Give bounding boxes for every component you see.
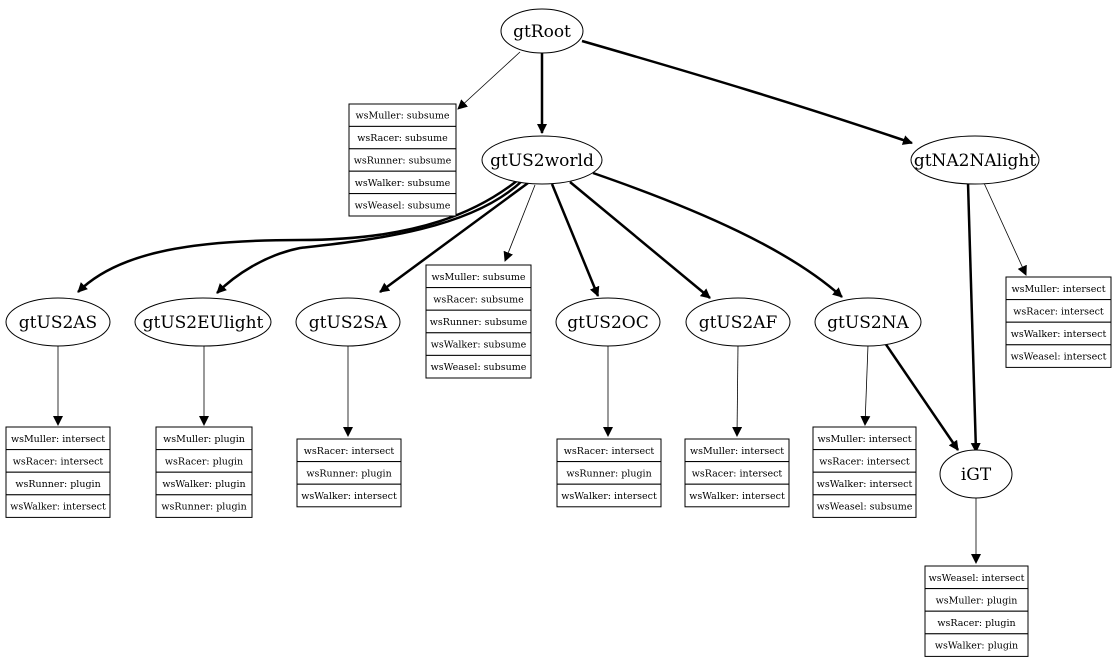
table-cell (812, 494, 917, 518)
nodes: gtRoot gtUS2world gtNA2NAlight gtUS2AS g… (5, 8, 1040, 499)
table-cell-label: wsRunner: plugin (306, 468, 391, 479)
edge-root-table (457, 51, 521, 110)
node-gtus2af[interactable]: gtUS2AF (685, 297, 791, 347)
edges (53, 39, 1027, 564)
node-label: gtUS2OC (567, 313, 648, 333)
node-gtna2nalight[interactable]: gtNA2NAlight (910, 135, 1040, 185)
edge-world-table (503, 184, 536, 262)
table-cell-label: wsWalker: intersect (301, 491, 397, 502)
table-cell (1005, 344, 1112, 368)
table-cell-label: wsWalker: subsume (431, 340, 527, 351)
table-cell-label: wsRacer: intersect (692, 468, 783, 479)
table-cell (348, 193, 457, 217)
table-cell-label: wsRunner: plugin (566, 468, 651, 479)
table-cell-label: wsRacer: plugin (165, 456, 243, 467)
node-label: gtUS2SA (309, 313, 388, 333)
node-label: gtUS2AS (19, 313, 97, 333)
edge-na-igt (883, 342, 960, 451)
table-cell-label: wsRacer: intersect (304, 446, 395, 457)
table-cell-label: wsMuller: intersect (11, 434, 105, 445)
edge-na2nalight-table (983, 182, 1027, 276)
edge-world-na (592, 171, 843, 298)
table-cell-label: wsMuller: subsume (431, 272, 525, 283)
table-cell-label: wsWalker: plugin (162, 479, 245, 490)
table-cell-label: wsWeasel: subsume (431, 362, 527, 373)
table-cell-label: wsMuller: plugin (163, 434, 245, 445)
table-cell-label: wsRacer: intersect (13, 456, 104, 467)
node-label: gtNA2NAlight (914, 151, 1037, 171)
table-cell-label: wsWalker: intersect (10, 502, 106, 513)
table-cell-label: wsRacer: subsume (357, 133, 448, 144)
table-gtus2eulight: wsMuller: plugin wsRacer: plugin wsWalker:… (155, 426, 253, 518)
table-cell-label: wsMuller: subsume (355, 111, 449, 122)
edge-world-af (569, 181, 711, 299)
table-cell-label: wsRacer: plugin (937, 618, 1015, 629)
node-gtus2na[interactable]: gtUS2NA (814, 297, 922, 347)
node-gtus2sa[interactable]: gtUS2SA (295, 297, 401, 347)
table-cell (296, 483, 402, 508)
table-cell-label: wsWalker: intersect (561, 491, 657, 502)
node-label: gtUS2world (490, 151, 594, 171)
table-gtna2nalight: wsMuller: intersect wsRacer: intersect wsW… (1005, 276, 1112, 368)
table-gtus2world: wsMuller: subsume wsRacer: subsume wsRunne… (425, 264, 532, 379)
table-cell-label: wsWalker: intersect (817, 479, 913, 490)
table-cell-label: wsRunner: subsume (354, 156, 452, 167)
node-label: gtUS2EUlight (143, 313, 264, 333)
table-cell-label: wsWeasel: subsume (355, 200, 451, 211)
table-gtroot: wsMuller: subsume wsRacer: subsume wsRunne… (348, 103, 457, 217)
node-igt[interactable]: iGT (939, 449, 1013, 499)
node-label: iGT (961, 465, 992, 485)
node-gtus2as[interactable]: gtUS2AS (5, 297, 111, 347)
table-gtus2af: wsMuller: intersect wsRacer: intersect wsW… (684, 438, 790, 508)
edge-root-na2nalight (581, 39, 913, 145)
table-cell-label: wsWalker: intersect (689, 491, 785, 502)
table-cell-label: wsWalker: subsume (355, 178, 451, 189)
table-cell-label: wsRunner: subsume (430, 317, 528, 328)
node-gtus2eulight[interactable]: gtUS2EUlight (134, 297, 272, 347)
table-cell-label: wsWeasel: intersect (929, 573, 1025, 584)
table-cell (155, 494, 253, 518)
table-cell (684, 483, 790, 508)
edge-af-table (732, 344, 743, 437)
node-label: gtUS2AF (699, 313, 778, 333)
table-cell-label: wsRacer: subsume (433, 294, 524, 305)
table-cell-label: wsWeasel: intersect (1011, 352, 1107, 363)
edge-na-table (860, 344, 871, 426)
table-cell-label: wsRunner: plugin (15, 479, 100, 490)
table-cell-label: wsRacer: intersect (1013, 306, 1104, 317)
tables: wsMuller: subsume wsRacer: subsume wsRunne… (5, 103, 1112, 657)
table-cell-label: wsWeasel: subsume (817, 502, 913, 513)
table-cell (425, 354, 532, 379)
table-cell-label: wsWalker: plugin (935, 641, 1018, 652)
table-cell-label: wsRunner: plugin (161, 502, 246, 513)
edge-na2nalight-igt (966, 182, 981, 453)
table-gtus2as: wsMuller: intersect wsRacer: intersect wsR… (5, 426, 111, 518)
table-cell-label: wsMuller: plugin (936, 595, 1018, 606)
table-cell-label: wsRacer: intersect (819, 456, 910, 467)
edge-world-eulight (216, 180, 523, 294)
node-gtus2world[interactable]: gtUS2world (481, 135, 603, 185)
table-cell-label: wsRacer: intersect (564, 446, 655, 457)
node-gtus2oc[interactable]: gtUS2OC (555, 297, 661, 347)
table-cell-label: wsMuller: intersect (690, 446, 784, 457)
table-cell-label: wsMuller: intersect (1011, 284, 1105, 295)
table-cell-label: wsWalker: intersect (1011, 329, 1107, 340)
node-label: gtUS2NA (827, 313, 909, 333)
node-label: gtRoot (513, 22, 571, 42)
table-cell-label: wsMuller: intersect (817, 434, 911, 445)
edge-world-oc (550, 183, 600, 297)
edge-world-as (77, 179, 519, 293)
table-cell (924, 633, 1029, 657)
table-cell (5, 494, 111, 518)
table-cell (556, 483, 662, 508)
table-gtus2sa: wsRacer: intersect wsRunner: plugin wsWalk… (296, 438, 402, 508)
table-gtus2oc: wsRacer: intersect wsRunner: plugin wsWalk… (556, 438, 662, 508)
edge-world-sa (379, 181, 529, 294)
table-igt: wsWeasel: intersect wsMuller: plugin wsRac… (924, 565, 1029, 657)
table-gtus2na: wsMuller: intersect wsRacer: intersect wsW… (812, 426, 917, 518)
node-gtroot[interactable]: gtRoot (500, 8, 584, 54)
